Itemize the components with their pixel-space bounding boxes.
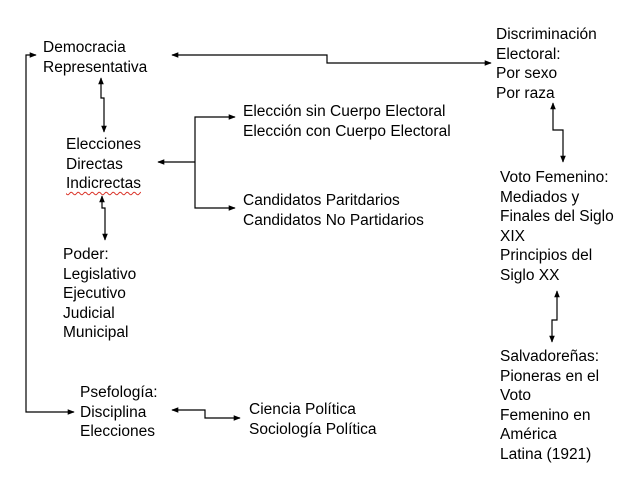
node-line: América	[500, 426, 557, 443]
node-line: Electoral:	[496, 45, 561, 63]
node-discriminacion-electoral: Discriminación Electoral: Por sexo Por r…	[496, 25, 597, 103]
connector-democracia-elecciones	[98, 77, 107, 133]
node-line: Principios del	[500, 247, 593, 264]
connector-discriminacion-voto	[550, 102, 566, 163]
node-line: Femenino en	[500, 406, 591, 424]
node-line: Representativa	[43, 58, 148, 76]
connector-psefologia-ciencia	[171, 407, 241, 421]
node-psefologia: Psefología: Disciplina Elecciones	[80, 383, 158, 442]
node-line: Elecciones	[66, 136, 141, 153]
node-line: Elección con Cuerpo Electoral	[243, 122, 451, 140]
node-line: Sociología Política	[249, 420, 377, 438]
node-line: Disciplina	[80, 403, 147, 421]
node-line: Siglo XX	[500, 266, 560, 284]
connector-democracia-psefologia	[25, 52, 75, 415]
connector-voto-salvadorenas	[549, 290, 560, 343]
connector-elecciones-poder	[99, 195, 108, 241]
node-line: Directas	[66, 155, 123, 173]
node-elecciones: Elecciones Directas Indicrectas	[66, 135, 141, 194]
node-line: Elección sin Cuerpo Electoral	[243, 103, 446, 120]
node-line: Psefología:	[80, 384, 158, 401]
node-voto-femenino: Voto Femenino: Mediados y Finales del Si…	[500, 168, 614, 285]
node-poder: Poder: Legislativo Ejecutivo Judicial Mu…	[63, 245, 136, 343]
node-line: Elecciones	[80, 423, 155, 440]
node-line: Finales del Siglo	[500, 208, 614, 225]
connector-to-eleccion-cuerpo	[194, 114, 236, 162]
node-line: Salvadoreñas:	[500, 348, 600, 365]
node-line: Discriminación	[496, 26, 597, 43]
node-line: Voto Femenino:	[500, 169, 609, 186]
node-line: Poder:	[63, 246, 109, 263]
node-candidatos: Candidatos Paritdarios Candidatos No Par…	[243, 191, 424, 230]
node-line: Pioneras en el	[500, 367, 600, 385]
node-line-misspelled: Indicrectas	[66, 175, 141, 192]
node-line: Voto	[500, 387, 532, 404]
node-line: Municipal	[63, 324, 129, 341]
node-line: Indicrectas	[66, 174, 141, 194]
node-line: Legislativo	[63, 265, 137, 283]
node-salvadorenas: Salvadoreñas: Pioneras en el Voto Femeni…	[500, 347, 599, 464]
node-line: Judicial	[63, 304, 115, 322]
node-line: Candidatos Paritdarios	[243, 192, 400, 209]
connector-to-candidatos	[194, 162, 236, 211]
node-line: Ejecutivo	[63, 285, 126, 302]
node-line: Democracia	[43, 39, 126, 56]
node-line: Por raza	[496, 84, 555, 102]
node-line: Mediados y	[500, 188, 580, 206]
node-line: Ciencia Política	[249, 401, 356, 418]
node-line: Latina (1921)	[500, 445, 592, 463]
node-line: Por sexo	[496, 65, 558, 82]
node-democracia-representativa: Democracia Representativa	[43, 38, 147, 77]
node-line: XIX	[500, 227, 525, 245]
node-eleccion-cuerpo-electoral: Elección sin Cuerpo Electoral Elección c…	[243, 102, 451, 141]
connector-democracia-discriminacion	[171, 52, 492, 66]
node-ciencia-politica: Ciencia Política Sociología Política	[249, 400, 377, 439]
node-line: Candidatos No Partidarios	[243, 211, 424, 229]
